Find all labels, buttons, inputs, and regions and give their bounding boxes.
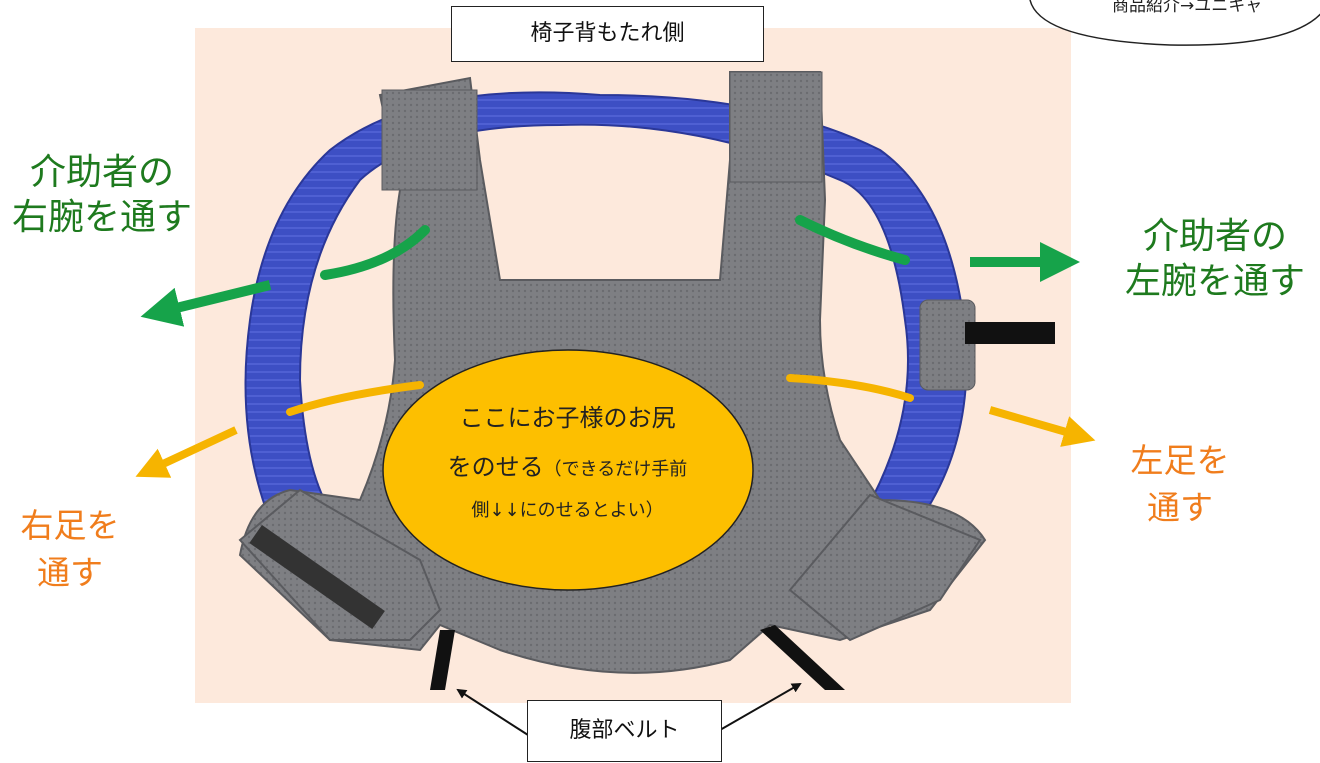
left-leg-label-line1: 左足を <box>1130 441 1230 480</box>
right-arm-label-line1: 介助者の <box>29 152 174 193</box>
abdominal-belt-text: 腹部ベルト <box>569 718 680 743</box>
right-leg-label-line1: 右足を <box>20 506 120 545</box>
right-arm-label: 介助者の 右腕を通す <box>2 150 202 240</box>
right-leg-label-line2: 通す <box>37 553 103 593</box>
right-leg-label: 右足を 通す <box>10 505 130 594</box>
seat-line1: ここにお子様のお尻 <box>459 404 676 432</box>
right-leg-flap <box>788 493 982 642</box>
left-leg-label-line2: 通す <box>1147 488 1213 528</box>
left-velcro <box>249 525 385 630</box>
green-arrow-left <box>140 280 272 327</box>
green-arrow-left-curve <box>320 225 430 280</box>
seat-line2-small: （できるだけ手前 <box>543 459 688 480</box>
orange-arrow-right-curve <box>786 374 914 402</box>
right-strap <box>729 71 823 183</box>
side-buckle <box>919 299 976 391</box>
belt-strap-right <box>760 625 845 690</box>
left-strap <box>381 89 478 191</box>
orange-arrow-left-curve <box>286 381 424 416</box>
speech-bubble <box>1029 0 1320 46</box>
left-arm-label-line2: 左腕を通す <box>1124 261 1305 302</box>
belt-strap-left <box>430 630 455 690</box>
left-arm-label: 介助者の 左腕を通す <box>1112 214 1318 304</box>
orange-arrow-left <box>135 426 238 478</box>
seat-instruction: ここにお子様のお尻 をのせる（できるだけ手前 側↓↓にのせるとよい） <box>395 398 740 522</box>
seat-line2-main: をのせる <box>447 453 544 481</box>
side-strap <box>965 322 1055 344</box>
top-right-note: 商品紹介→ユニキャ <box>1112 0 1263 16</box>
left-arm-label-line1: 介助者の <box>1142 216 1287 257</box>
callout-arrow-right <box>719 683 802 731</box>
right-arm-label-line2: 右腕を通す <box>11 197 192 238</box>
seat-ellipse <box>382 349 754 591</box>
abdominal-belt-box: 腹部ベルト <box>527 700 722 762</box>
top-label-box: 椅子背もたれ側 <box>451 6 764 62</box>
seat-line2: をのせる（できるだけ手前 <box>395 447 740 482</box>
left-leg-label: 左足を 通す <box>1110 440 1250 529</box>
left-leg-flap <box>238 488 442 641</box>
orange-arrow-right <box>988 406 1096 447</box>
seat-line3: 側↓↓にのせるとよい） <box>471 500 664 521</box>
top-label-text: 椅子背もたれ側 <box>530 21 685 46</box>
green-arrow-right-curve <box>795 215 910 265</box>
callout-arrow-left <box>456 688 529 736</box>
